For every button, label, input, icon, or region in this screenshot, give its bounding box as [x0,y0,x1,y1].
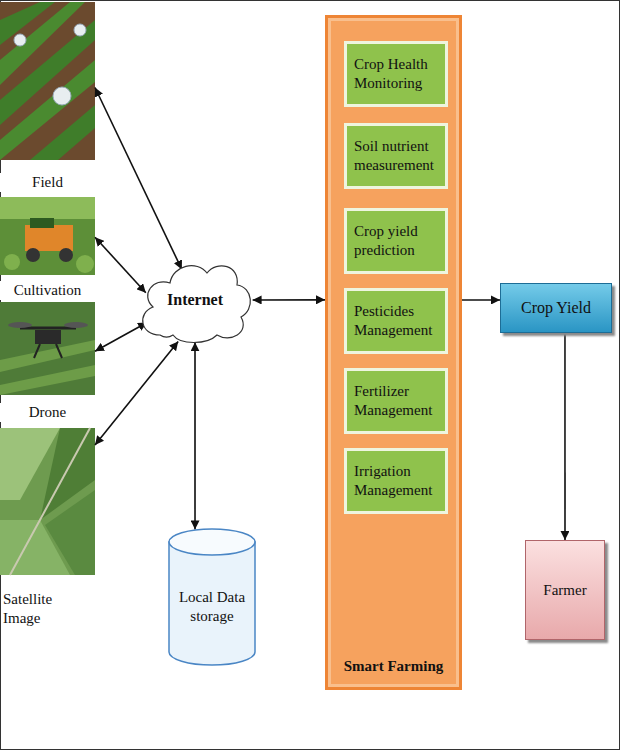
process-box: Irrigation Management [344,448,448,514]
field-picture [0,2,95,160]
node-label: Crop Health Monitoring [354,55,438,93]
node-label: Internet [167,291,223,309]
connector-arrow [194,342,196,529]
node-label: Farmer [543,582,586,599]
connector-arrow [253,299,325,301]
picture-tile: Field [0,2,95,192]
node-label: Crop Yield [521,299,591,317]
group-band: Smart Farming Crop Health MonitoringSoil … [325,15,462,690]
connector-arrow [95,237,146,293]
picture-caption: Satellite Image [3,590,75,628]
node-label: Soil nutrient measurement [354,137,438,175]
cultivation-picture [0,197,95,275]
connector-arrow [462,299,500,301]
output-box: Crop Yield [500,283,612,333]
node-label: Irrigation Management [354,462,438,500]
node-label: Crop yield prediction [354,222,438,260]
cloud-node: Internet [135,255,255,345]
picture-caption: Cultivation [0,281,95,300]
drone-picture [0,302,95,395]
connector-arrow [564,333,566,540]
node-label: Pesticides Management [354,302,438,340]
user-box: Farmer [525,540,605,640]
node-label: Fertilizer Management [354,382,438,420]
process-box: Soil nutrient measurement [344,123,448,189]
picture-tile: Cultivation [0,197,95,300]
process-box: Crop Health Monitoring [344,41,448,107]
process-box: Pesticides Management [344,288,448,354]
picture-tile: Drone [0,302,95,422]
satellite-picture [0,428,95,575]
process-box: Crop yield prediction [344,208,448,274]
picture-caption: Field [0,173,95,192]
connector-arrow [95,323,147,352]
storage-cylinder: Local Data storage [168,528,256,666]
process-box: Fertilizer Management [344,368,448,434]
connector-arrow [95,88,182,270]
picture-caption: Drone [0,403,95,422]
node-label: Local Data storage [174,588,250,626]
picture-tile: Satellite Image [0,428,95,628]
group-label: Smart Farming [328,658,459,675]
connector-arrow [95,341,178,445]
